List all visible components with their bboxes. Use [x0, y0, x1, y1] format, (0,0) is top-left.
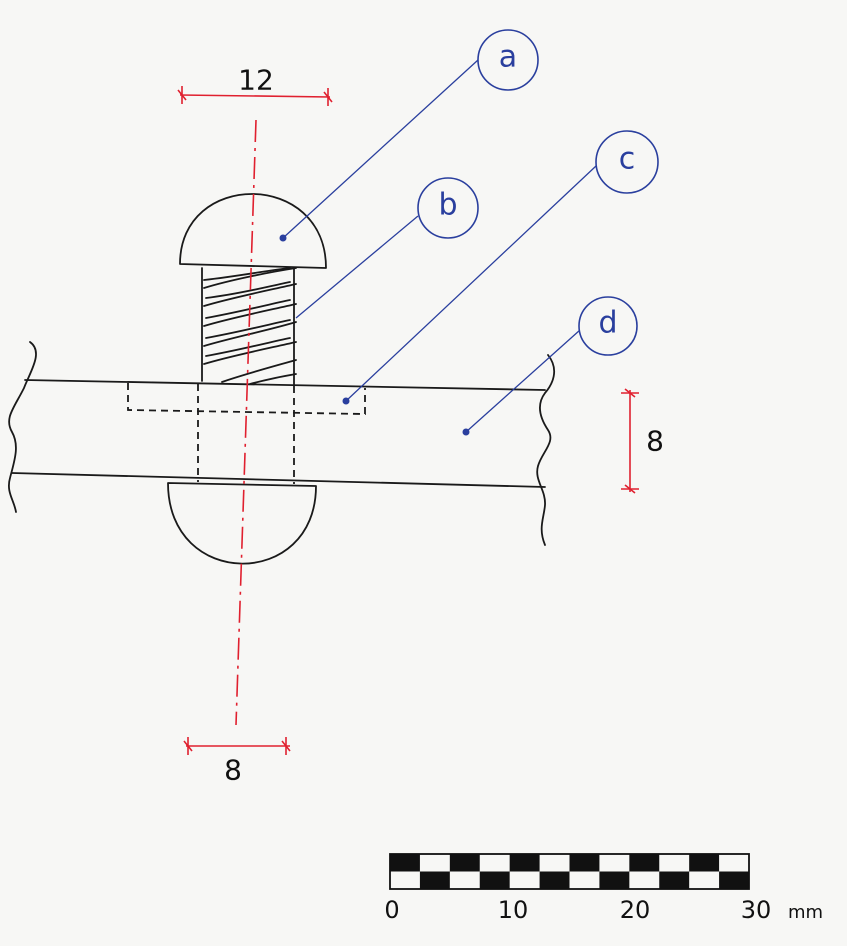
callout-d: d [462, 296, 638, 436]
scale-bar-frame [389, 853, 750, 890]
spring-coil [201, 267, 297, 386]
plate-right-break [536, 354, 556, 546]
rivet-shank-hidden [197, 384, 295, 484]
scale-bar: 0 10 20 30 mm [384, 853, 823, 924]
dimension-head-diameter: 12 [177, 64, 333, 106]
plate-top-edge [24, 379, 546, 391]
scale-bar-cell [390, 854, 420, 872]
dimension-plate-thickness-label: 8 [646, 425, 664, 458]
scale-bar-cell [419, 871, 450, 889]
dimension-shank-diameter-label: 8 [224, 754, 242, 787]
scale-tick-0: 0 [384, 896, 399, 924]
recess-hidden-outline [127, 383, 366, 415]
rivet-bottom-head [167, 482, 317, 565]
scale-bar-cell [479, 871, 510, 889]
scale-bar-cell [509, 854, 540, 872]
scale-bar-cell [659, 871, 690, 889]
scale-bar-cell [539, 871, 570, 889]
plate [8, 341, 556, 546]
rivet-top-head [179, 193, 327, 269]
callout-b: b [295, 177, 479, 319]
scale-bar-cell [719, 871, 749, 889]
scale-bar-cell [629, 854, 660, 872]
center-line [235, 119, 257, 726]
callout-c: c [342, 130, 659, 405]
dimension-shank-diameter: 8 [183, 737, 291, 787]
scale-tick-20: 20 [620, 896, 651, 924]
dimension-head-diameter-label: 12 [238, 64, 274, 97]
plate-bottom-edge [11, 472, 546, 488]
callout-label-b: b [438, 188, 457, 223]
callout-bubble-a [477, 29, 539, 91]
scale-bar-cell [449, 854, 480, 872]
scale-tick-30: 30 [741, 896, 772, 924]
callout-a: a [279, 29, 539, 242]
scale-bar-cell [599, 871, 630, 889]
callout-bubble-d [578, 296, 638, 356]
callout-bubble-c [595, 130, 659, 194]
callout-label-d: d [598, 306, 617, 341]
scale-bar-cells [390, 854, 749, 889]
scale-unit: mm [788, 902, 823, 923]
callout-label-c: c [619, 142, 636, 177]
callout-bubble-b [417, 177, 479, 239]
dimension-plate-thickness: 8 [621, 388, 664, 494]
scale-bar-cell [569, 854, 600, 872]
scale-tick-10: 10 [498, 896, 529, 924]
plate-left-break [8, 341, 37, 513]
scale-bar-cell [689, 854, 720, 872]
callout-label-a: a [499, 40, 517, 75]
